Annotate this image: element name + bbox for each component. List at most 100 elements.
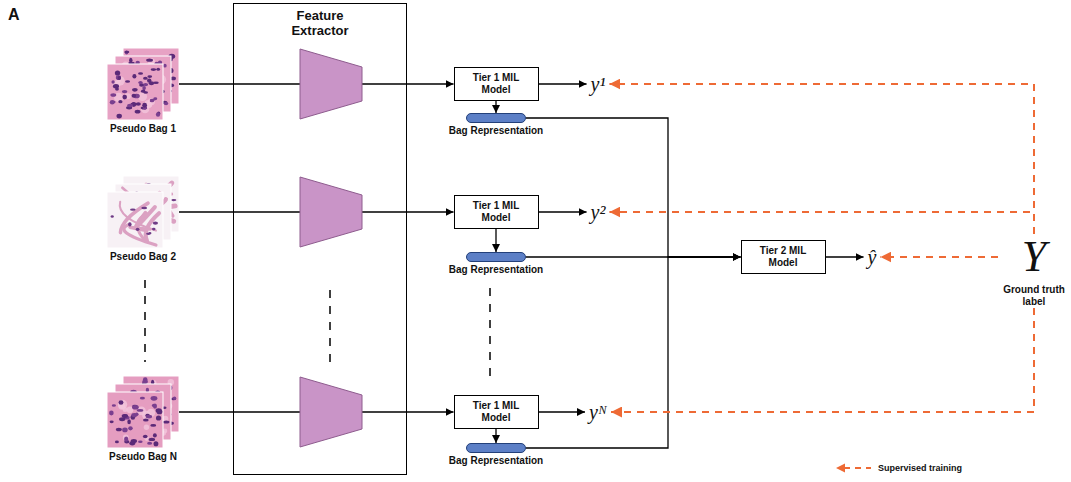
nucleus	[135, 412, 138, 415]
feed-line	[234, 411, 300, 412]
nucleus	[115, 87, 119, 91]
flow-arrow	[407, 211, 454, 212]
mil-model-box: Tier 1 MIL Model	[454, 195, 539, 229]
nucleus	[136, 102, 141, 105]
bag-label: Pseudo Bag 2	[110, 251, 176, 263]
model-label: Tier 1 MIL Model	[466, 72, 526, 96]
nucleus	[140, 397, 145, 400]
nucleus	[136, 228, 140, 231]
nucleus	[143, 77, 148, 80]
nucleus	[110, 420, 114, 423]
nucleus	[122, 90, 128, 93]
nucleus	[163, 420, 169, 423]
tissue-tile	[107, 64, 163, 120]
nucleus	[119, 400, 124, 404]
supervision-arrow	[609, 212, 1034, 234]
feed-line	[234, 83, 300, 84]
flow-arrow	[826, 256, 864, 257]
flow-arrow	[495, 429, 496, 443]
feed-line	[362, 83, 407, 84]
nucleus	[119, 417, 125, 421]
nucleus	[143, 435, 148, 439]
nucleus	[143, 83, 148, 86]
nucleus	[110, 93, 116, 97]
nucleus	[125, 80, 130, 83]
mil-model-box: Tier 1 MIL Model	[454, 395, 539, 429]
ground-truth-label: Ground truth label	[998, 284, 1070, 308]
feed-line	[362, 211, 407, 212]
flow-arrow	[407, 83, 454, 84]
nucleus	[173, 396, 176, 399]
encoder-trapezoid	[300, 49, 362, 119]
nucleus	[151, 396, 158, 401]
nucleus	[127, 104, 133, 107]
nucleus	[146, 59, 153, 62]
nucleus	[138, 440, 143, 443]
nucleus	[148, 232, 151, 234]
nucleus	[128, 426, 133, 430]
legend-line	[844, 467, 871, 469]
nucleus	[141, 207, 147, 209]
flow-arrow	[539, 211, 587, 212]
output-symbol: y¹	[591, 73, 606, 95]
model-label: Tier 1 MIL Model	[466, 400, 526, 424]
nucleus	[110, 100, 115, 105]
representation-label: Bag Representation	[449, 455, 543, 467]
output-symbol: y²	[591, 201, 606, 223]
legend-sample	[836, 462, 872, 474]
representation-bar	[466, 113, 526, 123]
nucleus	[147, 442, 152, 445]
cytoplasm	[144, 425, 149, 430]
nucleus	[109, 411, 114, 416]
nucleus	[156, 415, 161, 420]
model-label: Tier 1 MIL Model	[466, 200, 526, 224]
ground-truth-symbol: Y	[1022, 234, 1046, 280]
nucleus	[116, 75, 121, 80]
nucleus	[152, 228, 156, 231]
output-symbol: ŷ	[868, 246, 877, 268]
representation-bar	[466, 443, 526, 453]
tissue-strand	[124, 224, 156, 245]
nucleus	[142, 103, 147, 108]
nucleus	[132, 94, 136, 98]
output-symbol-text: y²	[591, 201, 606, 223]
flow-arrow	[407, 411, 454, 412]
nucleus	[116, 428, 122, 432]
nucleus	[129, 441, 135, 445]
nucleus	[118, 100, 122, 103]
representation-label: Bag Representation	[449, 125, 543, 137]
nucleus	[143, 91, 148, 94]
flow-arrow	[179, 83, 233, 84]
output-symbol-text: ŷ	[868, 246, 877, 268]
nucleus	[138, 81, 142, 84]
tissue-strand	[146, 213, 159, 241]
tile-ground	[107, 64, 163, 120]
nucleus	[150, 99, 155, 102]
bag-label: Pseudo Bag N	[109, 451, 177, 463]
flow-arrow	[179, 211, 233, 212]
nucleus	[129, 58, 132, 63]
nucleus	[132, 88, 138, 92]
mil-model-box: Tier 2 MIL Model	[741, 240, 826, 274]
nucleus	[122, 95, 127, 100]
nucleus	[150, 100, 154, 103]
nucleus	[132, 74, 136, 78]
tissue-image	[107, 176, 179, 248]
nucleus	[146, 233, 151, 235]
nucleus	[127, 419, 131, 424]
legend-arrowhead	[836, 464, 845, 473]
nucleus	[143, 377, 148, 382]
supervision-arrow	[611, 308, 1034, 412]
nucleus	[142, 86, 146, 90]
nucleus	[147, 78, 151, 82]
flow-arrow	[539, 411, 585, 412]
nucleus	[156, 112, 160, 117]
encoder-trapezoid	[300, 377, 362, 447]
pseudo-bag: Pseudo Bag 2	[107, 176, 179, 263]
nucleus	[163, 64, 167, 68]
flow-arrow	[539, 83, 587, 84]
model-label: Tier 2 MIL Model	[753, 245, 813, 269]
encoder-trapezoid	[300, 177, 362, 247]
tissue-strand	[120, 203, 148, 233]
nucleus	[118, 76, 121, 80]
